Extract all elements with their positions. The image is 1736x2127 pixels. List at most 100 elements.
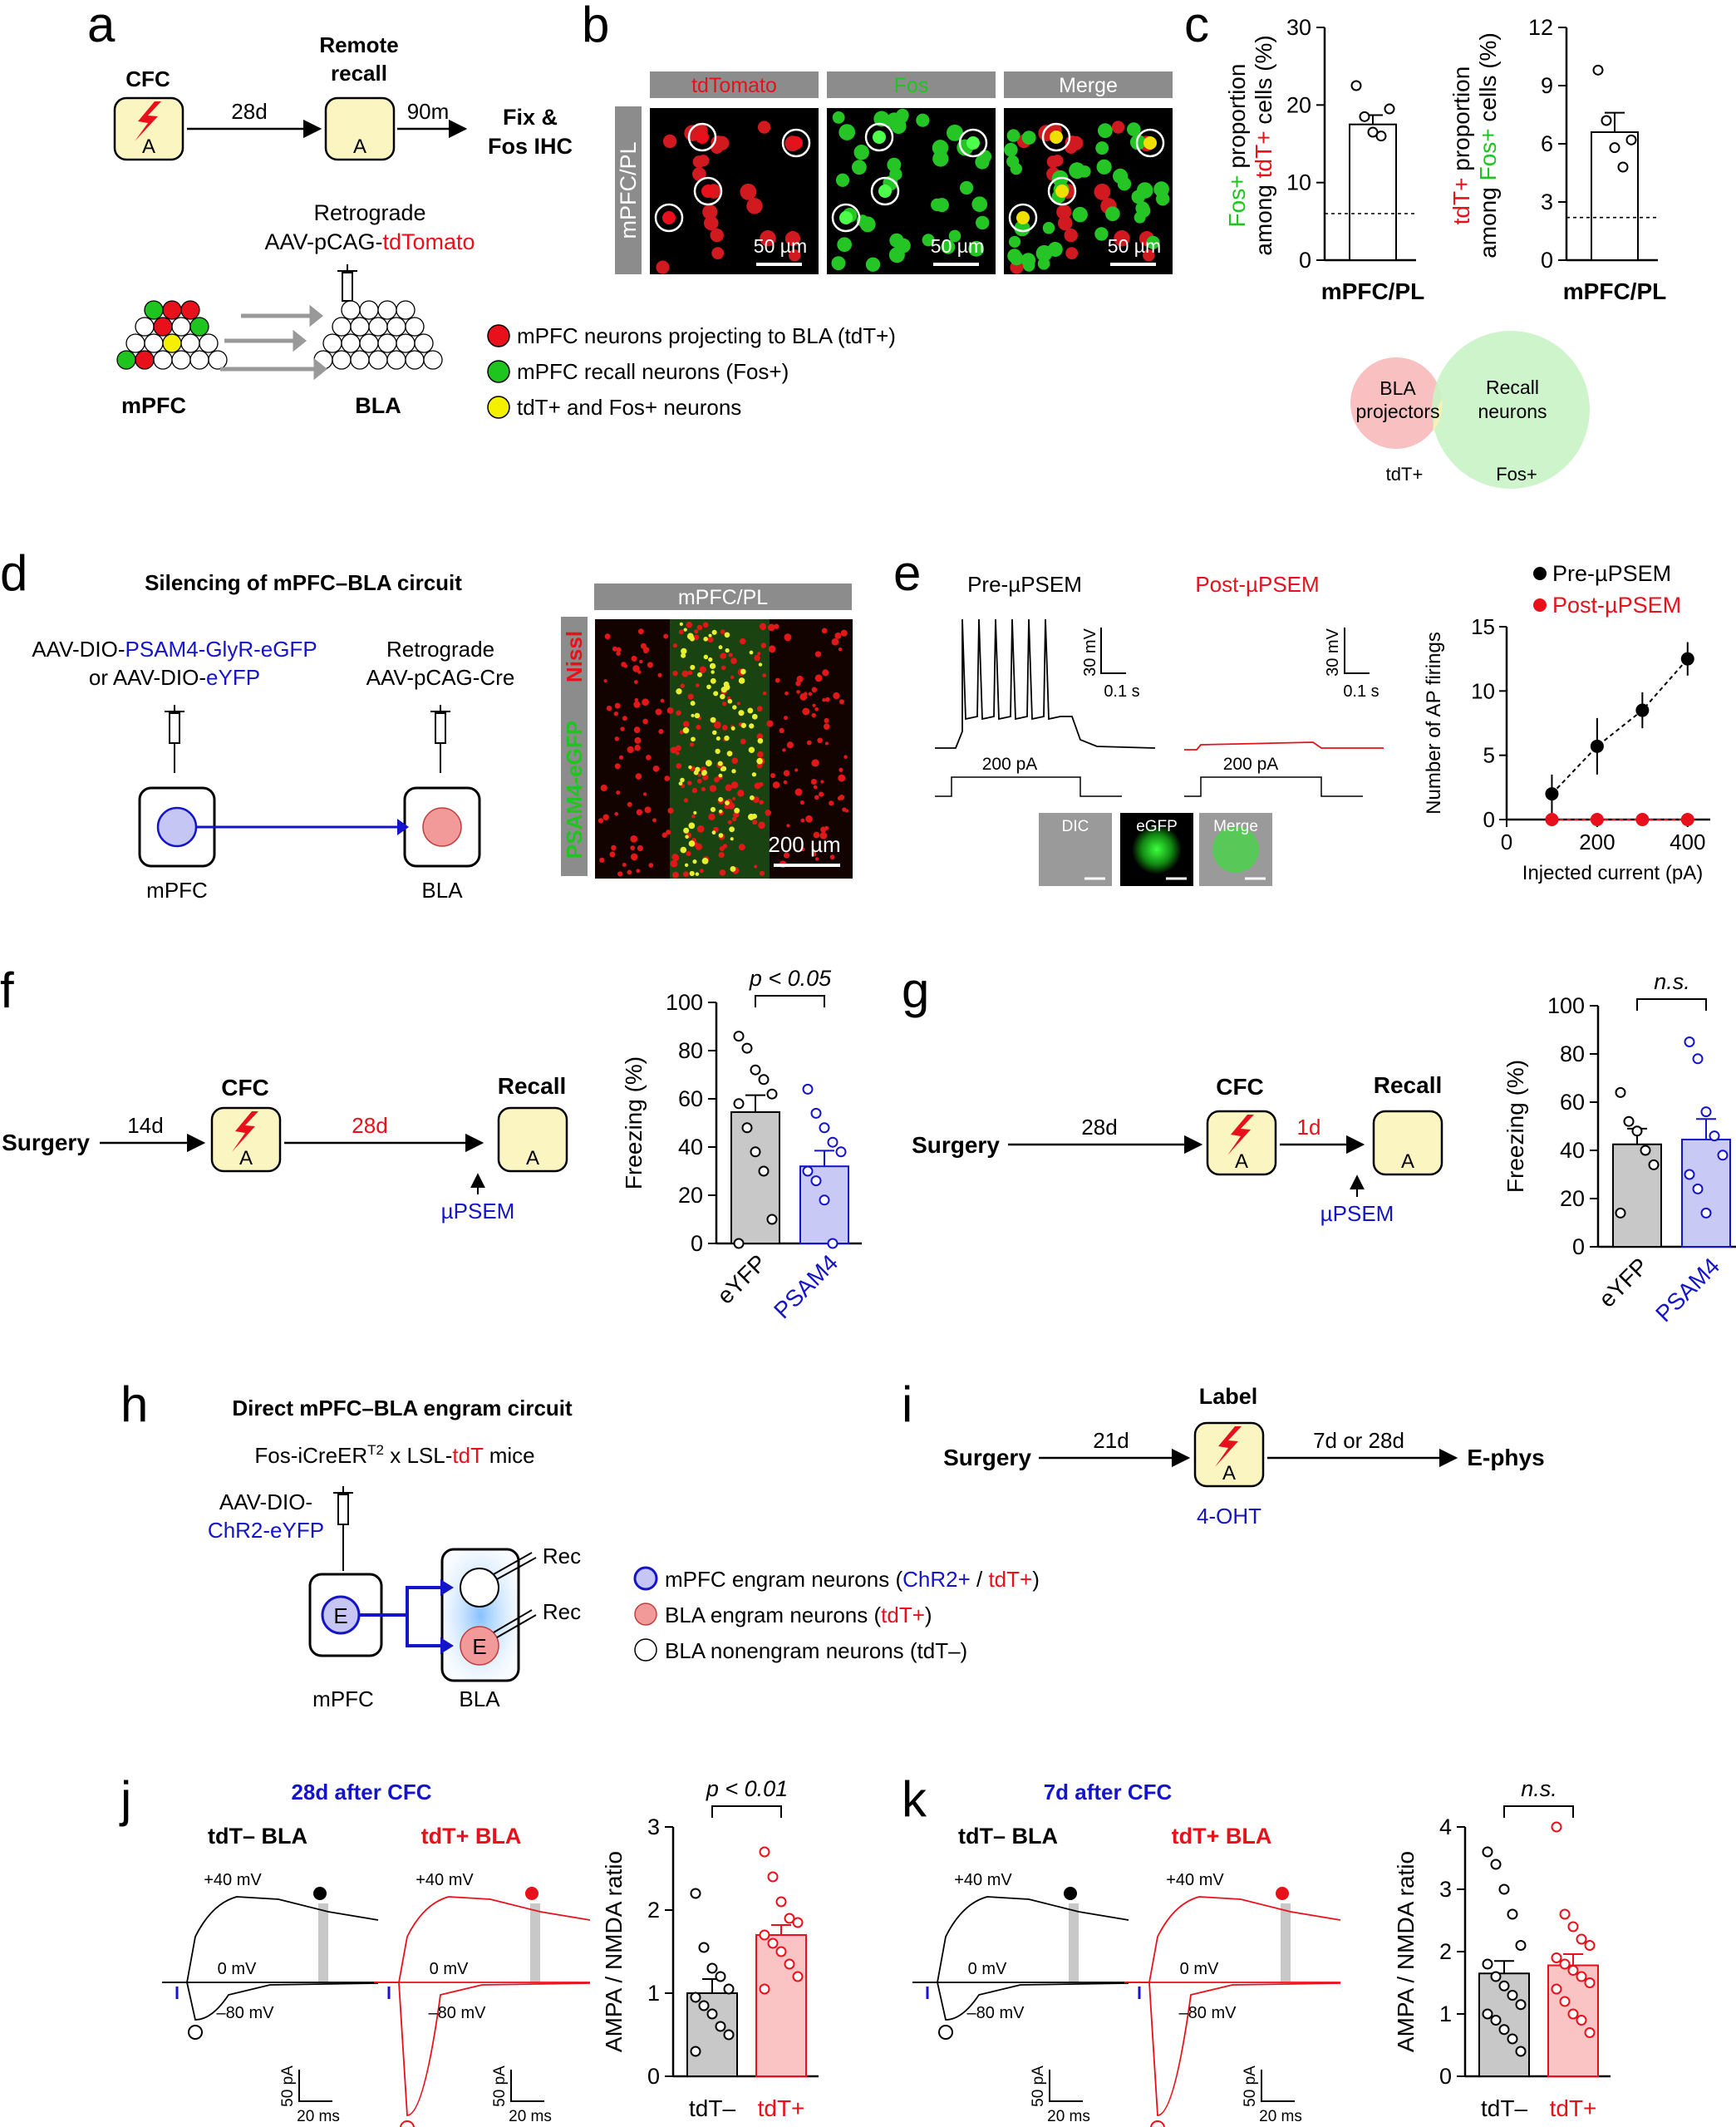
d-egfp-cell bbox=[694, 712, 701, 719]
legend-label: Pre-µPSEM bbox=[1552, 561, 1671, 586]
g-surgery: Surgery bbox=[912, 1132, 1000, 1158]
label-zero: 0 mV bbox=[218, 1960, 257, 1978]
b-cell bbox=[692, 155, 706, 169]
d-egfp-cell bbox=[680, 846, 687, 854]
y-tick-label: 80 bbox=[1560, 1041, 1585, 1066]
panel-f: Surgery 14d CFC A 28d Recall A µPSEM 020… bbox=[2, 966, 862, 1323]
b-cell bbox=[1007, 249, 1022, 263]
d-nissl-cell bbox=[814, 707, 819, 711]
f-recall-box bbox=[497, 1106, 568, 1173]
label-zero: 0 mV bbox=[1180, 1960, 1219, 1978]
trace-title-neg: tdT– BLA bbox=[208, 1824, 307, 1849]
d-nissl-cell bbox=[766, 720, 774, 727]
data-point bbox=[690, 1992, 701, 2003]
panel-letter-h: h bbox=[120, 1376, 148, 1432]
d-nissl-cell bbox=[838, 794, 845, 800]
d-nissl-cell bbox=[627, 869, 632, 875]
data-point bbox=[698, 1942, 710, 1953]
d-nissl-cell bbox=[730, 675, 735, 680]
h-projection bbox=[359, 1586, 445, 1647]
b-cell bbox=[873, 111, 890, 127]
d-egfp-cell bbox=[749, 723, 755, 729]
scalebar bbox=[1049, 2070, 1083, 2102]
d-nissl-cell bbox=[811, 687, 818, 693]
d-egfp-cell bbox=[685, 835, 689, 839]
context-a: A bbox=[1401, 1150, 1414, 1173]
h-mpfc-label: mPFC bbox=[312, 1686, 374, 1711]
b-cell bbox=[696, 130, 709, 144]
y-tick-label: 20 bbox=[678, 1183, 703, 1208]
d-nissl-cell bbox=[796, 690, 800, 694]
cell bbox=[153, 317, 173, 337]
y-tick-label: 80 bbox=[678, 1038, 703, 1063]
d-nissl-cell bbox=[683, 798, 689, 803]
d-side-green: PSAM4-eGFP bbox=[562, 721, 587, 859]
cell bbox=[405, 317, 425, 337]
b-highlight-circle bbox=[687, 122, 717, 152]
y-tick-label: 1 bbox=[647, 1981, 660, 2006]
d-nissl-cell bbox=[783, 770, 790, 777]
data-point bbox=[750, 1064, 761, 1076]
h-bla-label: BLA bbox=[459, 1686, 500, 1711]
data-point bbox=[1545, 813, 1559, 826]
sig-bracket bbox=[711, 1805, 782, 1818]
context-a: A bbox=[1235, 1150, 1248, 1173]
scalebar bbox=[298, 2070, 332, 2102]
y-tick-label: 30 bbox=[1286, 15, 1311, 40]
d-nissl-cell bbox=[609, 851, 616, 858]
y-tick-label: 100 bbox=[1547, 993, 1585, 1018]
b-highlight-circle bbox=[693, 176, 723, 206]
g-1d: 1d bbox=[1297, 1115, 1321, 1140]
cell bbox=[180, 300, 200, 320]
data-point bbox=[1590, 739, 1604, 753]
b-cell bbox=[1097, 123, 1113, 139]
data-point bbox=[810, 1107, 822, 1119]
d-nissl-cell bbox=[618, 755, 624, 760]
trace-plus40 bbox=[374, 1896, 591, 1983]
cell bbox=[180, 333, 200, 353]
d-egfp-cell bbox=[708, 633, 712, 638]
b-scale-label: 50 µm bbox=[1108, 235, 1161, 257]
sig-label: n.s. bbox=[1654, 969, 1690, 994]
b-cell bbox=[1065, 140, 1078, 154]
d-egfp-cell bbox=[740, 668, 746, 675]
cell bbox=[135, 350, 155, 370]
d-nissl-cell bbox=[686, 621, 693, 628]
d-nissl-cell bbox=[775, 677, 780, 683]
d-egfp-cell bbox=[749, 795, 755, 800]
y-tick-label: 0 bbox=[647, 2064, 660, 2089]
d-nissl-cell bbox=[687, 670, 693, 676]
context-a: A bbox=[1222, 1462, 1236, 1484]
measure-window bbox=[318, 1903, 328, 1982]
y-tick-label: 15 bbox=[1471, 614, 1495, 639]
y-tick-label: 40 bbox=[1560, 1138, 1585, 1163]
y-tick-label: 60 bbox=[1560, 1090, 1585, 1115]
d-nissl-cell bbox=[647, 662, 654, 668]
a-cfc: CFC bbox=[125, 66, 170, 91]
d-nissl-cell bbox=[630, 835, 638, 843]
d-nissl-cell bbox=[757, 652, 761, 656]
d-nissl-cell bbox=[644, 806, 652, 814]
data-point bbox=[1700, 1106, 1712, 1118]
b-cell bbox=[1010, 162, 1022, 175]
d-nissl-cell bbox=[614, 702, 621, 709]
y-tick-label: 60 bbox=[678, 1086, 703, 1111]
y-tick-label: 10 bbox=[1471, 678, 1495, 703]
e-merge-cell bbox=[1212, 826, 1259, 873]
measure-window bbox=[530, 1903, 540, 1982]
cell bbox=[386, 350, 406, 370]
x-tick-label: tdT+ bbox=[1550, 2095, 1597, 2121]
data-point bbox=[1490, 1859, 1502, 1870]
i-label: Label bbox=[1199, 1384, 1258, 1409]
d-nissl-cell bbox=[634, 744, 641, 751]
d-nissl-cell bbox=[772, 781, 780, 789]
b-cell bbox=[662, 134, 677, 149]
d-egfp-cell bbox=[751, 813, 758, 820]
b-cell bbox=[1064, 228, 1078, 243]
a-bla-label: BLA bbox=[355, 393, 401, 418]
d-egfp-cell bbox=[734, 807, 740, 814]
d-nissl-cell bbox=[673, 857, 678, 862]
d-nissl-cell bbox=[658, 728, 664, 735]
